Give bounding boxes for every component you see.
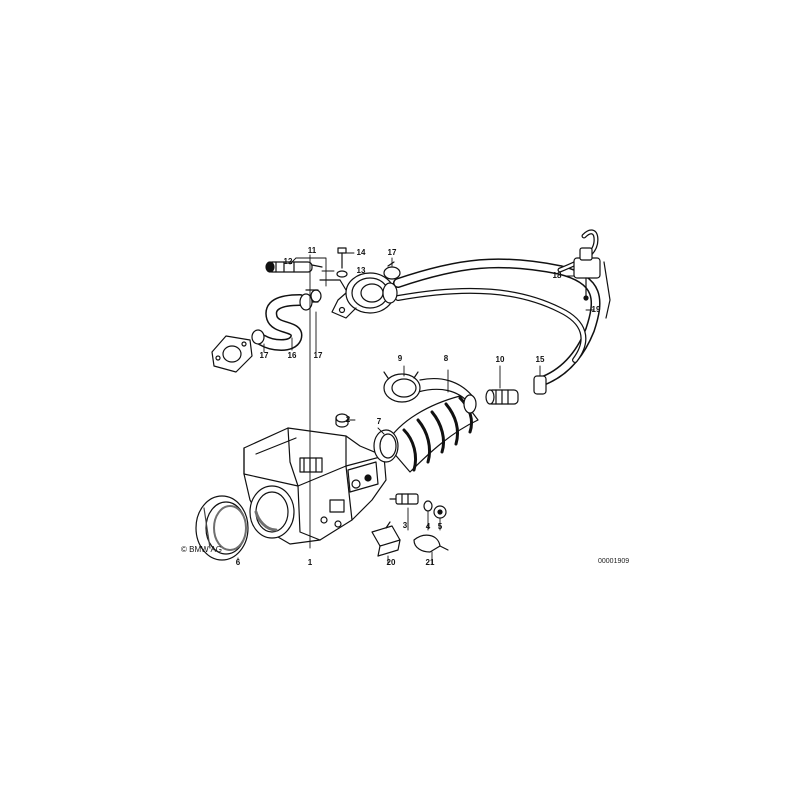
boot-clamp-7 bbox=[373, 429, 399, 463]
vacuum-hose-upper bbox=[393, 258, 601, 387]
label-part-17-top: 17 bbox=[387, 248, 397, 257]
label-part-14: 14 bbox=[356, 248, 366, 257]
hose-clamp-17-left bbox=[251, 329, 265, 345]
valve-18 bbox=[573, 247, 601, 301]
hose-16 bbox=[256, 294, 306, 351]
sealing-ring-6 bbox=[195, 495, 249, 561]
hose-clamp-17-right bbox=[299, 293, 313, 311]
boot-clamp-9 bbox=[383, 371, 421, 403]
label-part-20: 20 bbox=[386, 558, 396, 567]
throttle-bore bbox=[249, 485, 295, 539]
vacuum-hose-lower bbox=[395, 287, 587, 363]
label-part-21: 21 bbox=[425, 558, 435, 567]
screw-14 bbox=[337, 247, 347, 269]
label-part-17-right: 17 bbox=[313, 351, 323, 360]
label-part-2: 2 bbox=[345, 415, 351, 424]
intake-boot-8 bbox=[385, 377, 479, 473]
washer-13 bbox=[336, 270, 348, 278]
label-part-4: 4 bbox=[425, 522, 431, 531]
label-part-19: 19 bbox=[591, 305, 601, 314]
plug-20 bbox=[371, 521, 401, 557]
label-part-3: 3 bbox=[402, 521, 408, 530]
washer-4 bbox=[423, 500, 433, 512]
label-part-7: 7 bbox=[376, 417, 382, 426]
nut-5 bbox=[433, 505, 447, 519]
label-part-6: 6 bbox=[235, 558, 241, 567]
temperature-switch-12 bbox=[265, 261, 323, 273]
label-part-1: 1 bbox=[307, 558, 313, 567]
label-part-17-left: 17 bbox=[259, 351, 269, 360]
label-part-8: 8 bbox=[443, 354, 449, 363]
label-part-11: 11 bbox=[307, 246, 317, 255]
label-part-5: 5 bbox=[437, 522, 443, 531]
diagram-reference-number: 00001909 bbox=[598, 558, 630, 565]
coolant-flange bbox=[211, 335, 253, 373]
leader-lines bbox=[237, 252, 595, 565]
boot-outlet bbox=[463, 394, 477, 414]
label-part-15: 15 bbox=[535, 355, 545, 364]
label-part-12: 12 bbox=[283, 257, 293, 266]
label-part-16: 16 bbox=[287, 351, 297, 360]
label-part-10: 10 bbox=[495, 355, 505, 364]
hose-connector-10 bbox=[485, 389, 519, 405]
dashpot-assembly bbox=[305, 272, 398, 319]
label-part-13: 13 bbox=[356, 266, 366, 275]
sleeve-21 bbox=[413, 534, 449, 553]
cap-2 bbox=[335, 413, 349, 428]
idle-screw-3 bbox=[389, 493, 419, 505]
label-part-9: 9 bbox=[397, 354, 403, 363]
copyright-notice: © BMW AG bbox=[181, 545, 223, 554]
label-part-18: 18 bbox=[552, 271, 562, 280]
hose-end-15 bbox=[533, 375, 547, 395]
hose-clamp-17-top bbox=[383, 261, 401, 280]
